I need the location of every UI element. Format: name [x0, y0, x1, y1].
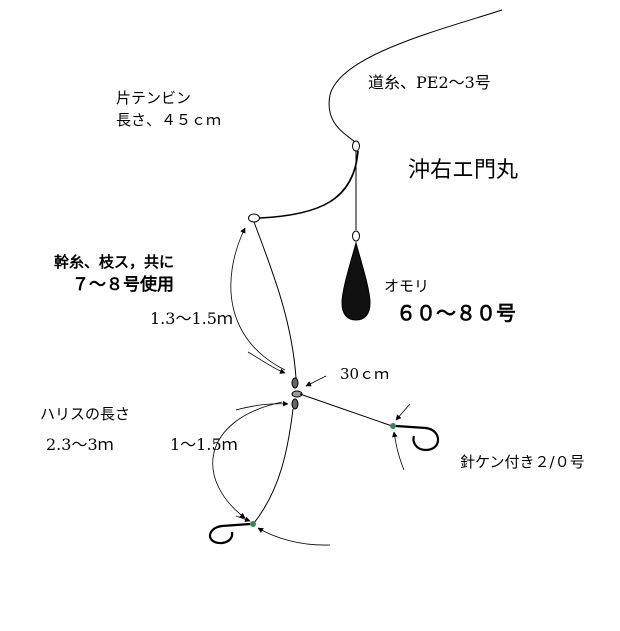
- leader-length-b-label: 1～1.5ｍ: [170, 435, 238, 454]
- branch-length-arrow-right: [395, 403, 411, 421]
- tenbin-length-label: 長さ、４５ｃｍ: [116, 111, 222, 129]
- tenbin-arm: [259, 150, 359, 219]
- trunk-length-arc: [230, 227, 286, 371]
- leader-length-a-label: 2.3～3ｍ: [46, 435, 114, 454]
- sinker: [341, 241, 371, 321]
- trunk-size-label: ７～８号使用: [72, 275, 174, 295]
- boat-name-label: 沖右エ門丸: [408, 158, 519, 183]
- main-line-label: 道糸、PE2～3号: [368, 73, 491, 92]
- bottom-hook: [208, 522, 251, 545]
- hook-name-label: 針ケン付き２/０号: [460, 453, 585, 471]
- swivel-top: [291, 377, 299, 389]
- leader-length-arc-bottom: [257, 527, 331, 546]
- swivel-mid: [291, 390, 303, 398]
- branch-length-arrow-right-tail: [391, 431, 405, 471]
- sinker-name-label: オモリ: [384, 277, 430, 295]
- leader-length-arc-inner: [235, 400, 289, 411]
- sinker-ring: [352, 230, 360, 242]
- branch-length-label: 30ｃｍ: [340, 365, 390, 383]
- sinker-size-label: ６０～８０号: [396, 301, 516, 325]
- trunk-length-label: 1.3～1.5ｍ: [150, 309, 233, 328]
- trunk-line: [253, 221, 297, 379]
- tenbin-end-ring: [248, 213, 260, 223]
- main-line: [328, 9, 503, 144]
- branch-length-arrow-left: [305, 375, 327, 387]
- leader-name-label: ハリスの長さ: [40, 405, 131, 423]
- bottom-hook-bead: [250, 521, 256, 527]
- branch-line: [299, 393, 393, 427]
- swivel-bottom: [291, 398, 299, 410]
- leader-line: [253, 408, 294, 524]
- tenbin-name-label: 片テンビン: [116, 89, 192, 107]
- leader-length-arc-outer: [212, 401, 283, 519]
- right-hook: [395, 424, 440, 452]
- leader-length-arc-bottom-left: [235, 515, 251, 522]
- right-hook-bead: [390, 423, 396, 429]
- tenbin-top-ring: [352, 140, 360, 152]
- trunk-length-arc-tail: [247, 351, 286, 374]
- trunk-line-label: 幹糸、枝ス，共に: [54, 253, 175, 271]
